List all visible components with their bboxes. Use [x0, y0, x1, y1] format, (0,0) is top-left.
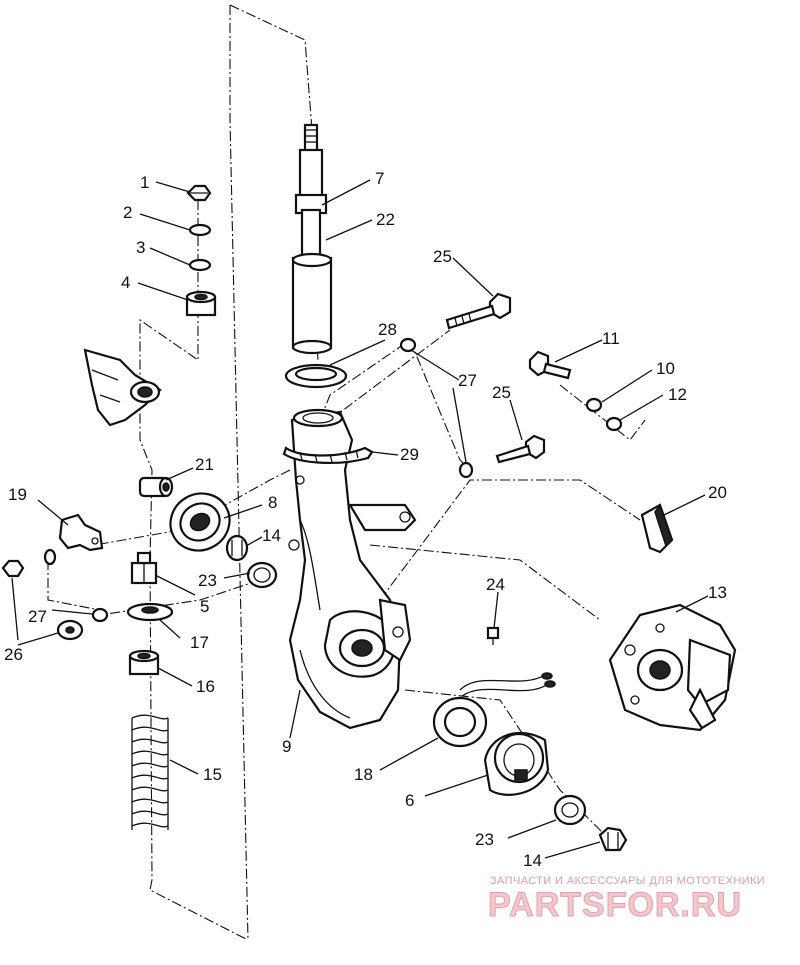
- spacer-16: [128, 649, 160, 676]
- bearing-ring-lower: [553, 794, 587, 826]
- callout-24: 24: [486, 575, 505, 594]
- bolt-25-lower: [495, 434, 546, 464]
- hex-adapter: [130, 551, 158, 585]
- washer-2: [188, 223, 212, 237]
- callout-2: 2: [123, 203, 132, 222]
- top-nut: [186, 184, 212, 202]
- callout-1: 1: [140, 173, 149, 192]
- callout-labels: 1 2 3 4 5 6 7 8 9 10 11 12 13 14 14 15 1…: [4, 169, 727, 870]
- spring-seat-17: [126, 602, 174, 622]
- callout-29: 29: [400, 445, 419, 464]
- callout-27-right: 27: [458, 371, 477, 390]
- callout-20: 20: [708, 483, 727, 502]
- bearing-race-6: [483, 731, 550, 796]
- steering-knuckle: [288, 408, 417, 730]
- callout-23-lower: 23: [475, 830, 494, 849]
- grease-fitting: [138, 476, 174, 498]
- washer-3: [188, 258, 212, 272]
- washer-12: [605, 416, 623, 432]
- watermark-brand: PARTSFOR.RU: [488, 886, 742, 924]
- callout-6: 6: [405, 791, 414, 810]
- watermark: ЗАПЧАСТИ И АКСЕССУАРЫ ДЛЯ МОТОТЕХНИКИ PA…: [488, 875, 765, 925]
- callout-27-left: 27: [28, 607, 47, 626]
- callout-18: 18: [354, 765, 373, 784]
- bolt-11: [528, 350, 572, 380]
- oil-seal: [169, 492, 231, 552]
- callout-7: 7: [375, 169, 384, 188]
- callout-10: 10: [656, 359, 675, 378]
- callout-25-upper: 25: [433, 247, 452, 266]
- washer-28: [399, 337, 417, 353]
- callout-22: 22: [376, 210, 395, 229]
- washer-27-left-b: [91, 607, 109, 623]
- brake-caliper: [608, 603, 737, 732]
- callout-9: 9: [282, 737, 291, 756]
- callout-12: 12: [668, 385, 687, 404]
- leader-lines: [11, 179, 709, 859]
- bushing-4: [185, 290, 217, 317]
- bolt-25-upper: [445, 292, 512, 330]
- callout-3: 3: [136, 238, 145, 257]
- coil-spring-15: [131, 714, 169, 830]
- bearing-ring-upper: [246, 561, 278, 589]
- callout-8: 8: [268, 493, 277, 512]
- callout-17: 17: [190, 633, 209, 652]
- kingpin-shaft: [294, 123, 328, 262]
- callout-4: 4: [121, 273, 130, 292]
- washer-27-right: [458, 461, 474, 479]
- castle-nut-lower: [598, 826, 628, 852]
- nut-26-lower: [56, 619, 84, 641]
- callout-21: 21: [195, 455, 214, 474]
- hex-nut-26: [1, 559, 25, 578]
- washer-27-left-a: [43, 548, 57, 566]
- callout-25-lower: 25: [492, 383, 511, 402]
- callout-16: 16: [196, 677, 215, 696]
- callout-26: 26: [4, 645, 23, 664]
- castle-nut-upper: [225, 534, 249, 562]
- callout-11: 11: [602, 329, 620, 348]
- ring-18: [432, 696, 488, 748]
- callout-13: 13: [708, 583, 727, 602]
- clip: [58, 513, 104, 552]
- spindle-sleeve: [291, 252, 333, 355]
- watermark-tagline: ЗАПЧАСТИ И АКСЕССУАРЫ ДЛЯ МОТОТЕХНИКИ: [490, 875, 765, 887]
- thrust-washer: [284, 363, 348, 389]
- callout-23-upper: 23: [198, 571, 217, 590]
- upper-bracket: [83, 348, 162, 427]
- callout-14-lower: 14: [523, 851, 542, 870]
- sensor-wires: [459, 672, 556, 697]
- callout-28: 28: [378, 320, 397, 339]
- screw-24: [486, 626, 500, 645]
- callout-14-upper: 14: [262, 526, 281, 545]
- callout-5: 5: [200, 597, 209, 616]
- wedge-20: [640, 503, 674, 554]
- washer-10: [585, 397, 603, 413]
- callout-15: 15: [203, 765, 222, 784]
- callout-19: 19: [8, 485, 27, 504]
- hose-clamp: [282, 446, 374, 465]
